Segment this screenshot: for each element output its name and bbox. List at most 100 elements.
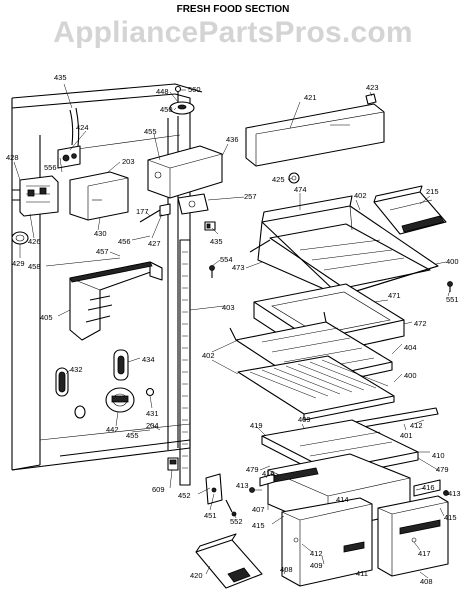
connector-block <box>12 175 59 217</box>
callout-554: 554 <box>220 255 233 264</box>
callout-404: 404 <box>404 343 417 352</box>
callout-408-right: 408 <box>420 577 433 586</box>
callout-421: 421 <box>304 93 317 102</box>
fan-housing <box>69 171 129 221</box>
callout-556: 556 <box>44 163 57 172</box>
callout-473: 473 <box>232 263 245 272</box>
clip-609 <box>167 457 179 471</box>
callout-450: 450 <box>160 105 173 114</box>
callout-551: 551 <box>446 295 459 304</box>
callout-400-top: 400 <box>446 257 459 266</box>
callout-177: 177 <box>136 207 149 216</box>
rear-panel-421 <box>245 103 385 167</box>
callout-451: 451 <box>204 511 217 520</box>
callout-452: 452 <box>178 491 191 500</box>
callout-416-bottom: 416 <box>422 483 435 492</box>
callout-402-mid: 402 <box>202 351 215 360</box>
callout-420: 420 <box>190 571 203 580</box>
callout-412-top: 412 <box>410 421 423 430</box>
door-bin-405 <box>69 261 163 341</box>
callout-409-bottom: 409 <box>310 561 323 570</box>
callout-403: 403 <box>222 303 235 312</box>
damper-assembly <box>169 85 195 115</box>
callout-215: 215 <box>426 187 439 196</box>
callout-434: 434 <box>142 355 155 364</box>
callout-411: 411 <box>356 569 368 578</box>
callout-431: 431 <box>146 409 159 418</box>
callout-203: 203 <box>122 157 135 166</box>
callout-413-left: 413 <box>236 481 249 490</box>
callout-405: 405 <box>40 313 53 322</box>
control-box <box>57 107 81 169</box>
callout-426: 426 <box>28 237 41 246</box>
crisper-drawer-lower-right <box>377 495 449 577</box>
callout-458: 458 <box>28 262 41 271</box>
drawer-slide-right <box>413 479 449 497</box>
hinge-bracket <box>205 473 237 517</box>
shelf-support-rail <box>179 239 191 486</box>
callout-428: 428 <box>6 153 19 162</box>
switch-parts <box>139 193 209 223</box>
connector-435 <box>204 221 216 231</box>
small-bin-215 <box>373 185 447 235</box>
callout-423: 423 <box>366 83 379 92</box>
callout-400-bottom: 400 <box>404 371 417 380</box>
callout-257: 257 <box>244 192 257 201</box>
callout-479-left: 479 <box>246 465 259 474</box>
lamp-socket-442 <box>105 387 155 413</box>
screw-554 <box>209 265 215 278</box>
callout-436: 436 <box>226 135 239 144</box>
bulb-socket-432 <box>55 367 86 419</box>
callout-455-bottom: 455 <box>126 431 139 440</box>
callout-416-top: 416 <box>262 469 275 478</box>
drawer-slide-left <box>249 473 275 493</box>
screw-551 <box>447 281 453 292</box>
callout-560: 560 <box>188 85 201 94</box>
callout-474: 474 <box>294 185 307 194</box>
callout-435-top: 435 <box>54 73 67 82</box>
glass-shelf-upper <box>249 195 439 297</box>
callout-435-mid: 435 <box>210 237 223 246</box>
callout-409-top: 409 <box>298 415 311 424</box>
callout-408-left: 408 <box>280 565 293 574</box>
crisper-drawer-lower-left <box>281 497 373 587</box>
section-title: FRESH FOOD SECTION <box>177 4 290 15</box>
callout-429: 429 <box>12 259 25 268</box>
callout-415-left: 415 <box>252 521 265 530</box>
fastener-425 <box>288 172 300 184</box>
callout-442: 442 <box>106 425 119 434</box>
fastener-423 <box>365 93 377 105</box>
callout-479-right: 479 <box>436 465 449 474</box>
callout-204: 204 <box>146 421 159 430</box>
dairy-bin-420 <box>195 533 263 589</box>
callout-609: 609 <box>152 485 165 494</box>
callout-425: 425 <box>272 175 285 184</box>
callout-424: 424 <box>76 123 89 132</box>
callout-407: 407 <box>252 505 265 514</box>
callout-402-top: 402 <box>354 191 367 200</box>
callout-456: 456 <box>118 237 131 246</box>
callout-410: 410 <box>432 451 445 460</box>
callout-427: 427 <box>148 239 161 248</box>
callout-455-top: 455 <box>144 127 157 136</box>
light-lens-434 <box>113 349 129 381</box>
callout-412-bottom: 412 <box>310 549 323 558</box>
control-knob <box>11 231 29 245</box>
callout-552: 552 <box>230 517 243 526</box>
callout-415-right: 415 <box>444 513 457 522</box>
callout-448: 448 <box>156 87 169 96</box>
callout-417: 417 <box>418 549 431 558</box>
callout-472: 472 <box>414 319 427 328</box>
callout-401: 401 <box>400 431 413 440</box>
watermark-text: AppliancePartsPros.com <box>53 16 413 49</box>
wire-shelf-400 <box>237 355 395 421</box>
callout-413-right: 413 <box>448 489 461 498</box>
callout-414: 414 <box>336 495 349 504</box>
callout-432: 432 <box>70 365 83 374</box>
callout-labels: 435 448 560 450 421 423 424 455 436 556 … <box>6 73 461 586</box>
callout-457: 457 <box>96 247 109 256</box>
air-duct-housing <box>147 145 223 199</box>
callout-430: 430 <box>94 229 107 238</box>
callout-471: 471 <box>388 291 401 300</box>
